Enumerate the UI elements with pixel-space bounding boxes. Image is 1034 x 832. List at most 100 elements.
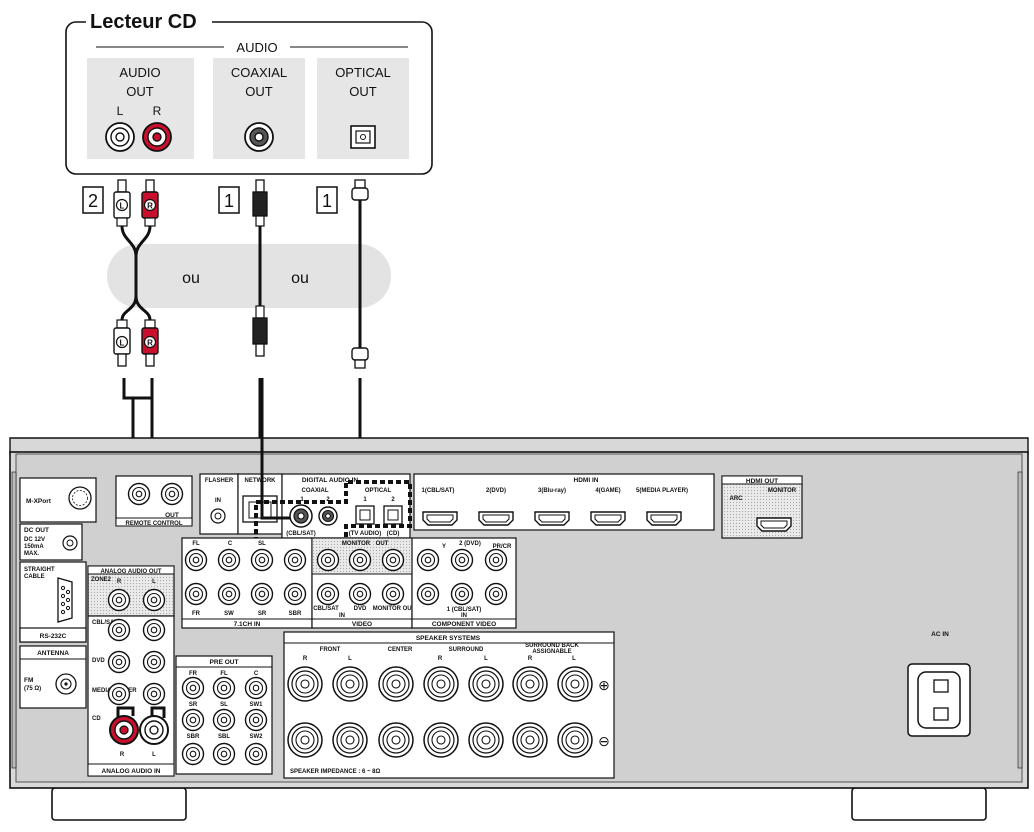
svg-text:1: 1	[300, 497, 304, 503]
svg-text:1(CBL/SAT): 1(CBL/SAT)	[422, 488, 455, 494]
svg-text:MONITOR: MONITOR	[342, 541, 371, 547]
svg-text:SURROUND BACK: SURROUND BACK	[525, 643, 579, 649]
hdmi-in-section: HDMI IN 1(CBL/SAT) 2(DVD) 3(Blu-ray) 4(G…	[413, 473, 715, 531]
flasher-in-jack[interactable]	[210, 508, 226, 524]
svg-text:ANALOG AUDIO IN: ANALOG AUDIO IN	[102, 768, 161, 775]
antenna-section: ANTENNA FM (75 Ω)	[19, 645, 87, 709]
hdmi-in-1[interactable]	[422, 511, 458, 526]
coaxial-out-jack[interactable]	[244, 122, 274, 152]
rca-plug-top-l: L	[113, 179, 131, 227]
svg-text:HDMI OUT: HDMI OUT	[746, 478, 778, 485]
rca-plug-top-r: R	[141, 179, 159, 227]
positive-terminal-icon: ⊕	[598, 677, 610, 693]
analog-in-cd-l[interactable]	[139, 715, 169, 745]
svg-text:3(Blu-ray): 3(Blu-ray)	[538, 488, 566, 494]
ac-in-label: AC IN	[931, 631, 949, 638]
rs232c-connector[interactable]	[57, 577, 73, 623]
svg-text:DC OUT: DC OUT	[24, 527, 49, 534]
svg-text:SPEAKER IMPEDANCE : 6 ~ 8Ω: SPEAKER IMPEDANCE : 6 ~ 8Ω	[290, 769, 381, 775]
svg-text:CBL/SAT: CBL/SAT	[92, 620, 118, 626]
svg-text:R: R	[120, 752, 125, 758]
svg-text:FL: FL	[220, 671, 228, 677]
coaxial-out-label2: OUT	[245, 84, 273, 99]
svg-text:FM: FM	[24, 677, 33, 684]
svg-text:1: 1	[322, 191, 332, 211]
svg-text:OPTICAL: OPTICAL	[365, 488, 392, 494]
svg-text:DVD: DVD	[354, 606, 367, 612]
svg-text:DIGITAL AUDIO IN: DIGITAL AUDIO IN	[302, 477, 359, 484]
optical-in-2[interactable]	[383, 505, 403, 525]
fm-antenna-jack[interactable]	[55, 673, 77, 695]
svg-text:150mA: 150mA	[24, 544, 44, 550]
optical-in-1[interactable]	[355, 505, 375, 525]
svg-text:FR: FR	[189, 671, 198, 677]
hdmi-in-3[interactable]	[534, 511, 570, 526]
svg-text:IN: IN	[339, 613, 345, 619]
mxport-connector[interactable]	[68, 486, 92, 510]
svg-text:SW: SW	[224, 611, 234, 617]
svg-text:4(GAME): 4(GAME)	[595, 488, 620, 494]
svg-text:CENTER: CENTER	[388, 647, 413, 653]
speaker-systems-section: SPEAKER SYSTEMS FRONT CENTER SURROUND SU…	[283, 631, 615, 779]
optical-out-label2: OUT	[349, 84, 377, 99]
svg-text:SBR: SBR	[289, 611, 302, 617]
svg-text:CBL/SAT: CBL/SAT	[313, 606, 339, 612]
dc-out-jack[interactable]	[62, 535, 78, 551]
svg-text:(TV AUDIO): (TV AUDIO)	[349, 531, 381, 537]
badge-optical: 1	[316, 186, 338, 214]
svg-text:REMOTE CONTROL: REMOTE CONTROL	[126, 521, 183, 527]
audio-out-section	[87, 58, 194, 159]
ac-in-socket[interactable]	[907, 663, 971, 737]
analog-audio-in-section: CBL/SAT DVD MEDIA PLAYER CD R L A	[87, 615, 175, 777]
svg-text:2: 2	[88, 191, 98, 211]
audio-out-r-jack[interactable]	[142, 122, 172, 152]
digital-coaxial-in-1[interactable]	[289, 504, 313, 528]
svg-text:ASSIGNABLE: ASSIGNABLE	[532, 649, 571, 655]
svg-text:FR: FR	[192, 611, 201, 617]
ch71-in-section: FL C SL FR SW SR SBR 7.1CH IN	[181, 537, 313, 629]
svg-text:C: C	[254, 671, 259, 677]
hdmi-out-monitor[interactable]	[756, 517, 792, 532]
svg-text:R: R	[528, 656, 533, 662]
svg-text:SPEAKER SYSTEMS: SPEAKER SYSTEMS	[416, 635, 481, 642]
optical-out-jack[interactable]	[350, 125, 376, 149]
svg-text:R: R	[438, 656, 443, 662]
svg-text:2 (DVD): 2 (DVD)	[459, 541, 481, 547]
video-section: MONITOR OUT CBL/SAT DVD MONITOR OUT IN V…	[311, 537, 416, 629]
component-video-section: Y 2 (DVD) PR/CR 1 (CBL/SAT) IN COMPONENT…	[411, 537, 517, 629]
svg-text:HDMI IN: HDMI IN	[574, 477, 599, 484]
dc-out-section: DC OUT DC 12V 150mA MAX.	[19, 523, 83, 561]
svg-text:(CD): (CD)	[387, 531, 400, 537]
digital-coaxial-in-2[interactable]	[318, 506, 338, 526]
svg-text:SR: SR	[258, 611, 267, 617]
svg-text:L: L	[152, 579, 156, 585]
svg-text:C: C	[228, 541, 233, 547]
svg-text:FLASHER: FLASHER	[205, 478, 234, 484]
svg-text:SBR: SBR	[187, 734, 200, 740]
svg-text:SW1: SW1	[249, 702, 263, 708]
svg-text:IN: IN	[215, 498, 221, 504]
hdmi-in-4[interactable]	[590, 511, 626, 526]
badge-coaxial: 1	[218, 186, 240, 214]
rs232c-section: STRAIGHT CABLE RS-232C	[19, 561, 87, 643]
hdmi-in-2[interactable]	[478, 511, 514, 526]
hdmi-in-5[interactable]	[646, 511, 682, 526]
svg-text:L: L	[572, 656, 576, 662]
svg-text:COMPONENT VIDEO: COMPONENT VIDEO	[432, 621, 496, 628]
svg-text:OUT: OUT	[165, 512, 179, 519]
analog-in-cd-r[interactable]	[109, 715, 139, 745]
svg-text:SBL: SBL	[218, 734, 230, 740]
rca-plug-bottom-r: R	[141, 319, 159, 367]
svg-text:(CBL/SAT): (CBL/SAT)	[286, 531, 316, 537]
svg-text:R: R	[117, 579, 122, 585]
cd-player-panel: Lecteur CD AUDIO AUDIO OUT L R COAXIAL O…	[65, 10, 433, 175]
or-pill	[107, 244, 391, 308]
svg-text:STRAIGHT: STRAIGHT	[24, 567, 55, 573]
svg-text:VIDEO: VIDEO	[352, 621, 372, 628]
analog-cable-end	[116, 706, 166, 718]
coaxial-out-label1: COAXIAL	[231, 65, 287, 80]
svg-text:PRE OUT: PRE OUT	[210, 659, 239, 666]
receiver-rear-panel: M-XPort DC OUT DC 12V 150mA MAX. STRAIGH…	[9, 437, 1029, 821]
svg-text:L: L	[348, 656, 352, 662]
audio-out-l-jack[interactable]	[105, 122, 135, 152]
